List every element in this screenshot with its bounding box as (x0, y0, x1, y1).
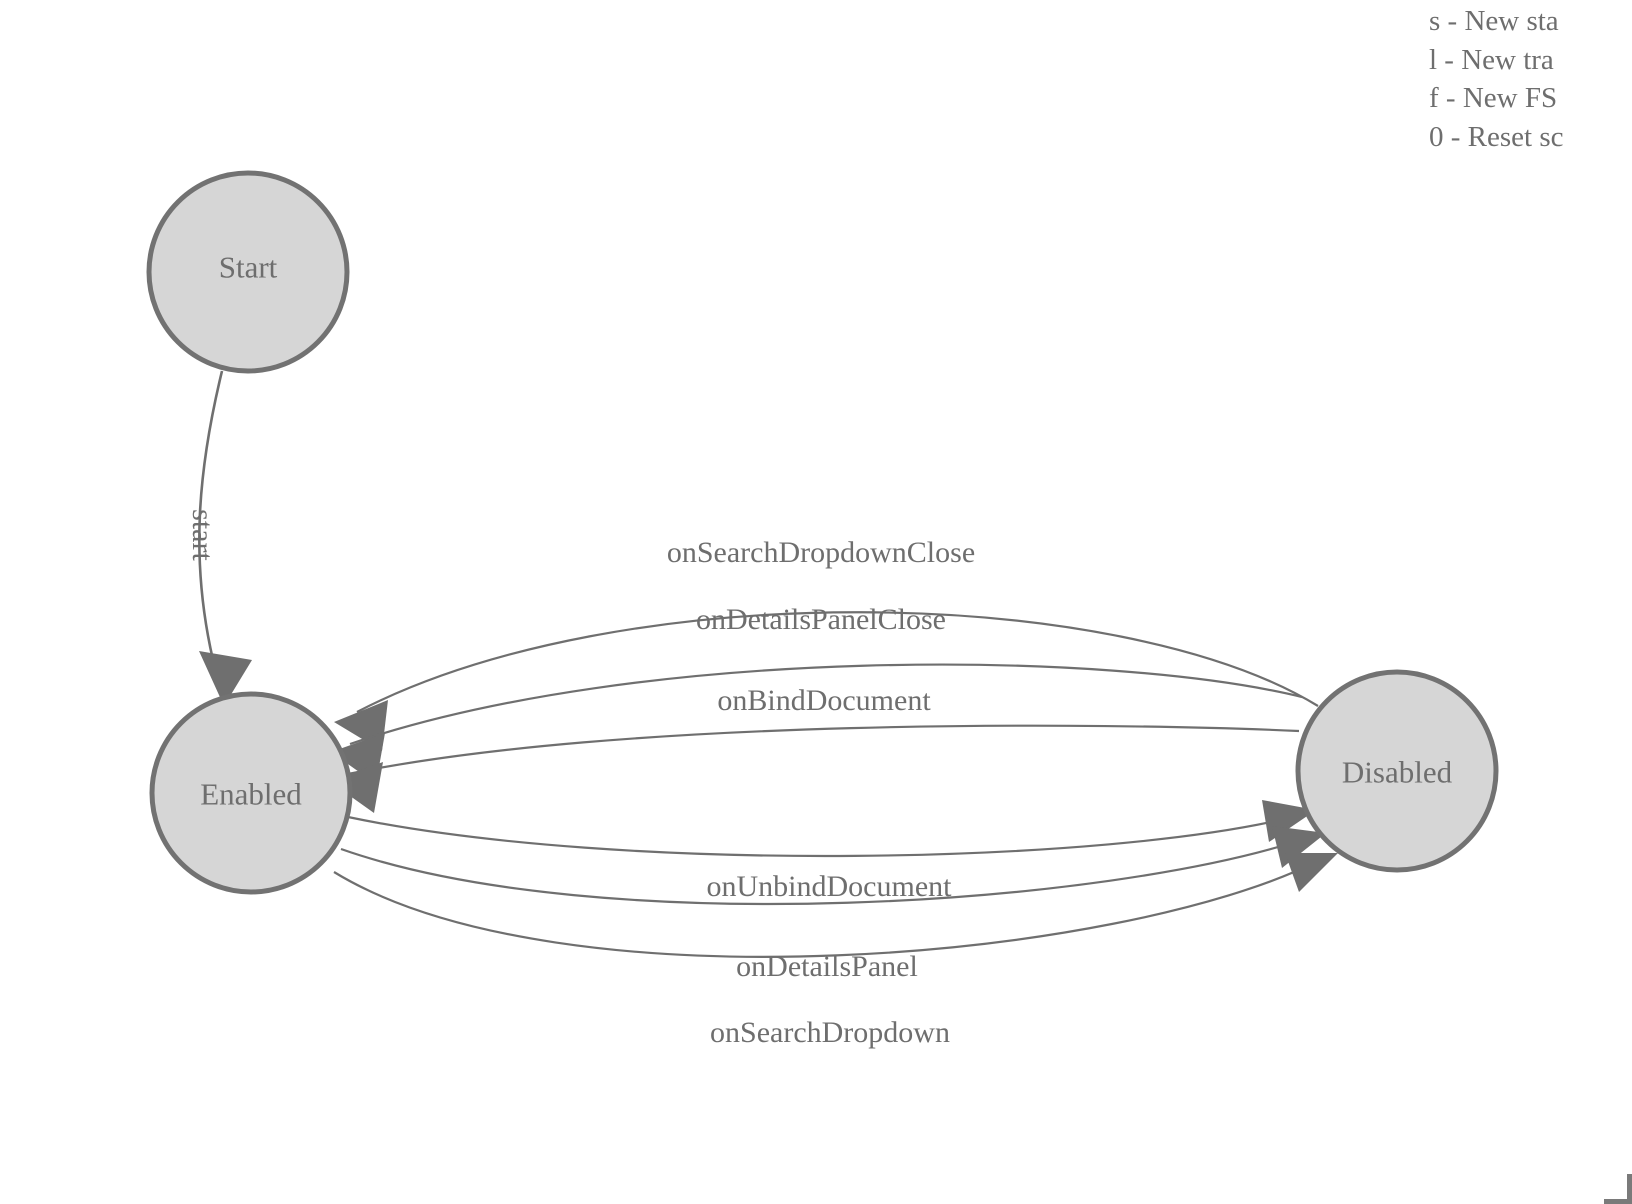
edge-details-panel-close-path (349, 663, 1303, 746)
edge-label-details-panel-close: onDetailsPanelClose (696, 603, 946, 636)
edge-details-panel[interactable] (340, 826, 1326, 906)
help-line-new-transition: l - New tra (1429, 43, 1554, 76)
edge-search-dropdown[interactable] (333, 853, 1338, 958)
edge-unbind-document-path (347, 814, 1298, 858)
edge-details-panel-close[interactable] (331, 663, 1303, 784)
node-enabled-circle[interactable] (149, 691, 353, 895)
edge-start-arrowhead (199, 651, 252, 706)
edge-label-details-panel: onDetailsPanel (736, 950, 918, 983)
edge-label-unbind-document: onUnbindDocument (707, 870, 953, 903)
edge-bind-document[interactable] (329, 724, 1300, 813)
edge-unbind-document[interactable] (347, 800, 1316, 858)
help-line-reset-scene: 0 - Reset sc (1429, 120, 1564, 153)
node-disabled-label: Disabled (1342, 755, 1453, 790)
edge-label-search-dropdown-close: onSearchDropdownClose (667, 536, 975, 569)
resize-handle-vertical-bar (1627, 1174, 1632, 1204)
node-disabled[interactable]: Disabled (1295, 669, 1499, 873)
edge-search-dropdown-path (333, 860, 1319, 958)
edge-label-start: start (186, 509, 219, 561)
help-line-new-state: s - New sta (1429, 5, 1559, 37)
edge-search-dropdown-arrowhead (1285, 853, 1338, 892)
edge-details-panel-arrowhead (1272, 826, 1326, 868)
edge-label-search-dropdown: onSearchDropdown (710, 1016, 950, 1049)
edge-start-path (198, 370, 224, 661)
node-start-circle[interactable] (146, 170, 350, 374)
node-disabled-circle[interactable] (1295, 669, 1499, 873)
edge-bind-document-path (347, 724, 1300, 776)
node-start[interactable]: Start (146, 170, 350, 374)
resize-handle-horizontal-bar (1604, 1199, 1632, 1204)
edge-search-dropdown-close-path (356, 611, 1319, 713)
edge-bind-document-arrowhead (329, 762, 383, 813)
node-enabled-label: Enabled (200, 777, 302, 812)
resize-handle[interactable] (1604, 1174, 1632, 1204)
edge-label-bind-document: onBindDocument (717, 684, 931, 717)
edge-details-panel-path (340, 836, 1308, 906)
node-enabled[interactable]: Enabled (149, 691, 353, 895)
edge-start[interactable] (198, 370, 252, 706)
help-overlay: s - New sta l - New tra f - New FS 0 - R… (1429, 0, 1632, 156)
node-start-label: Start (219, 250, 278, 285)
help-line-new-fsm: f - New FS (1429, 82, 1558, 114)
